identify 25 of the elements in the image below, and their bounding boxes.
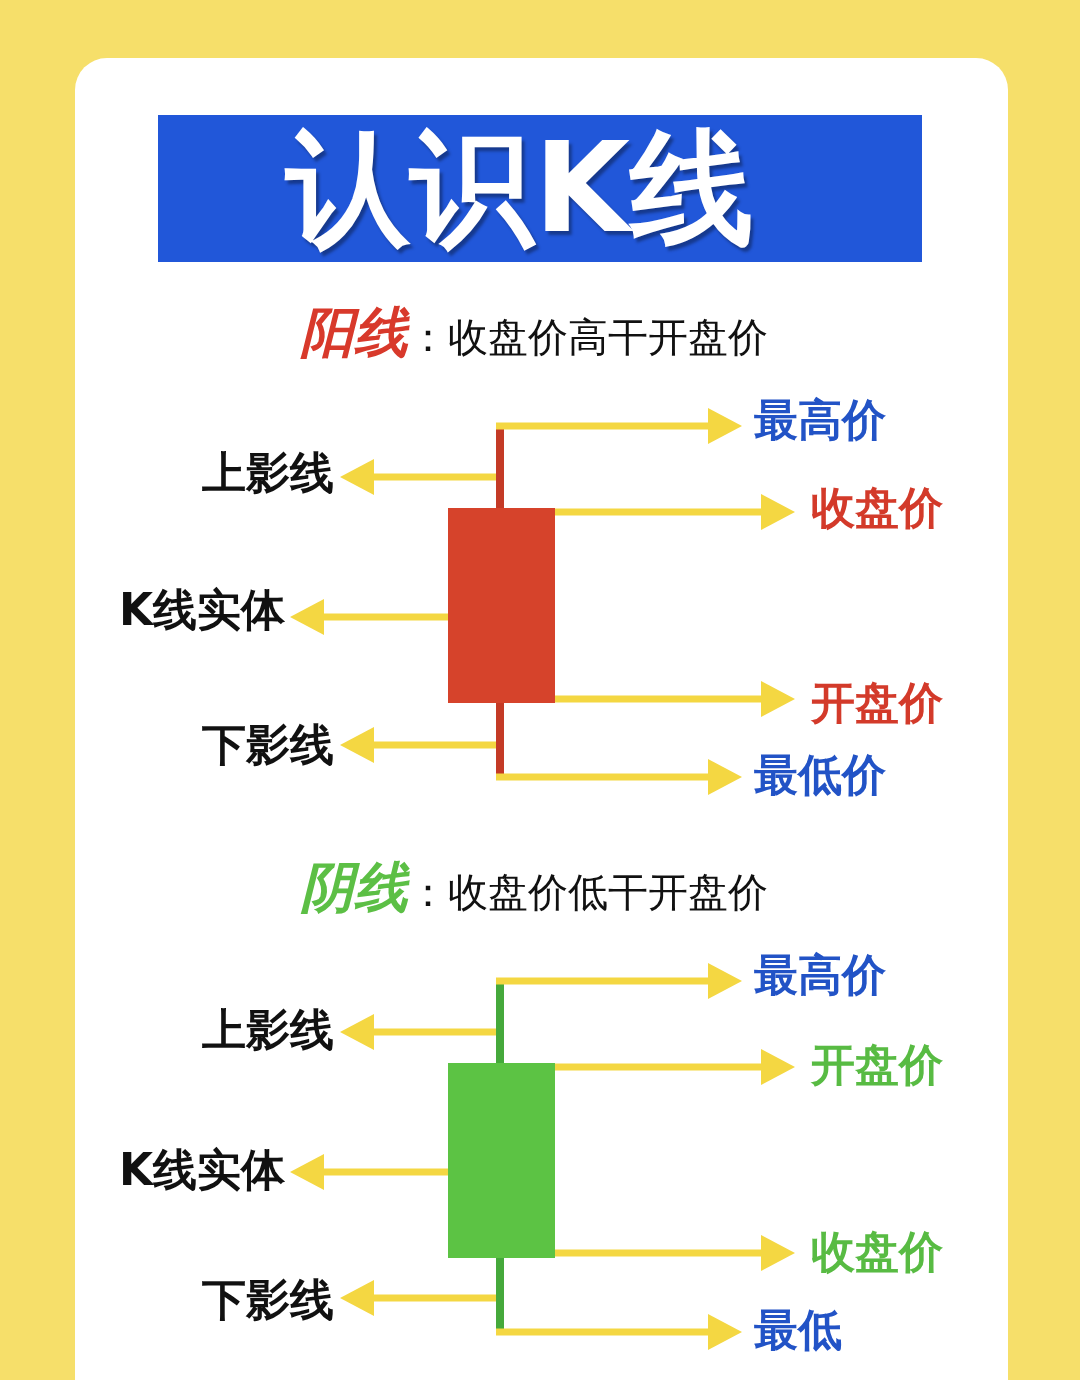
part-label: 上影线 bbox=[202, 447, 348, 499]
candle-body bbox=[448, 1063, 555, 1258]
heading: 阴线：收盘价低干开盘价 bbox=[300, 858, 768, 918]
part-label: 下影线 bbox=[202, 1274, 348, 1326]
candle-body bbox=[448, 508, 555, 703]
price-label: 收盘价 bbox=[787, 1226, 943, 1278]
price-label: 开盘价 bbox=[787, 1039, 943, 1091]
price-label: 开盘价 bbox=[787, 677, 943, 729]
part-label: 下影线 bbox=[202, 719, 348, 771]
part-label: K线实体 bbox=[118, 1144, 298, 1196]
price-label: 收盘价 bbox=[787, 482, 943, 534]
part-label: 上影线 bbox=[202, 1004, 348, 1056]
price-label: 最高价 bbox=[734, 949, 886, 1001]
arrow bbox=[555, 494, 795, 530]
price-label: 最低 bbox=[734, 1304, 842, 1356]
arrow bbox=[555, 1235, 795, 1271]
title-banner: 认识K线 bbox=[158, 115, 922, 262]
price-label: 最低价 bbox=[734, 749, 886, 801]
heading: 阳线：收盘价高干开盘价 bbox=[300, 303, 768, 363]
arrow bbox=[555, 1049, 795, 1085]
arrow bbox=[290, 1154, 448, 1190]
arrow bbox=[290, 599, 448, 635]
part-label: K线实体 bbox=[118, 584, 298, 636]
arrow bbox=[555, 681, 795, 717]
price-label: 最高价 bbox=[734, 394, 886, 446]
